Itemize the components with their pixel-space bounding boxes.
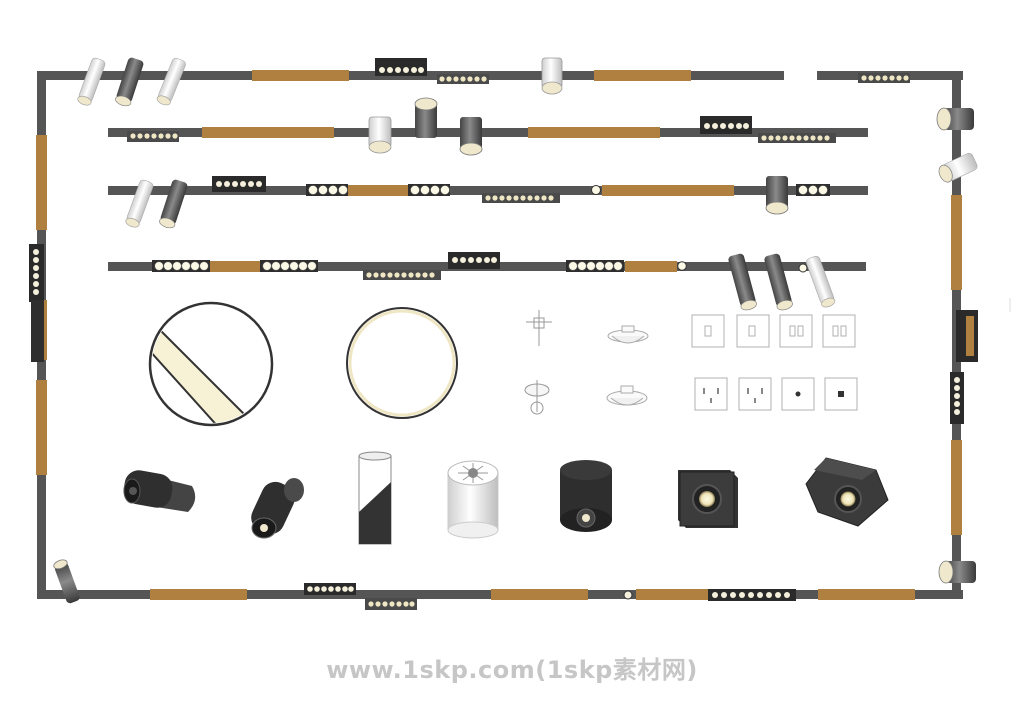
grille-light-module [212, 176, 266, 192]
corner-spotlight [936, 107, 974, 131]
tilted-cube-downlight [805, 457, 889, 527]
linear-dot-module [858, 73, 910, 83]
linear-dot-module [304, 583, 356, 595]
grey-spotlight [414, 97, 438, 138]
spotlight-white [77, 57, 106, 106]
linear-dot-module [365, 598, 417, 610]
linear-dot-module [708, 589, 796, 601]
grille-light-module [448, 252, 500, 269]
adjustable-spotlight [123, 470, 196, 512]
square-surface-downlight [678, 470, 738, 528]
big-dot-module [408, 184, 450, 196]
linear-dot-module [437, 74, 489, 84]
socket-outlet-icon [694, 377, 858, 411]
spotlight-white [125, 179, 154, 228]
round-panel-light-ring [346, 307, 458, 419]
single-dot-light [623, 590, 633, 600]
vertical-dot-module [29, 244, 44, 302]
round-surface-downlight [560, 460, 612, 532]
corner-spotlight [53, 559, 80, 604]
linear-dot-module [127, 131, 179, 142]
linear-dot-module [363, 270, 441, 280]
sprinkler-head-icon [524, 380, 550, 415]
vertical-grille-module [956, 310, 978, 362]
spotlight-grey [728, 253, 757, 311]
smoke-detector-icon [607, 325, 649, 344]
big-dot-module [260, 260, 318, 272]
spotlight-grey [764, 253, 793, 311]
spotlight-white [156, 57, 186, 106]
track-connector [31, 300, 44, 362]
grey-spotlight [765, 176, 789, 215]
white-spotlight [368, 116, 392, 154]
angled-spotlight [251, 478, 304, 539]
track-rail-2 [108, 176, 868, 229]
track-rail-3 [108, 252, 866, 311]
smoke-detector-icon [606, 385, 648, 406]
big-dot-module [152, 260, 210, 272]
grille-light-module [700, 116, 752, 134]
cylinder-downlight [358, 451, 392, 545]
big-dot-module [796, 184, 830, 196]
corner-spotlight [938, 560, 976, 584]
grille-light-module [375, 58, 427, 76]
grey-spotlight [459, 117, 483, 156]
single-dot-light [798, 263, 808, 273]
sprinkler-head-icon [526, 310, 552, 346]
white-spotlight [541, 57, 563, 95]
track-frame [29, 57, 978, 610]
linear-dot-module [482, 193, 560, 203]
single-dot-light [591, 185, 601, 195]
big-dot-module [566, 260, 624, 272]
watermark-text: www.1skp.com(1skp素材网) [326, 656, 698, 684]
linear-dot-module [758, 133, 836, 143]
corner-spotlight [938, 152, 978, 183]
spotlight-grey [115, 57, 144, 107]
spotlight-white [806, 255, 836, 308]
track-rail-1 [108, 97, 868, 156]
socket-holes [703, 388, 844, 403]
spotlight-grey [159, 179, 188, 229]
white-grille-downlight [447, 460, 499, 539]
switch-panel-icon [691, 314, 856, 348]
single-dot-light [677, 261, 687, 271]
round-panel-light-split [148, 301, 274, 427]
big-dot-module [306, 184, 348, 196]
vertical-dot-module [950, 372, 964, 424]
